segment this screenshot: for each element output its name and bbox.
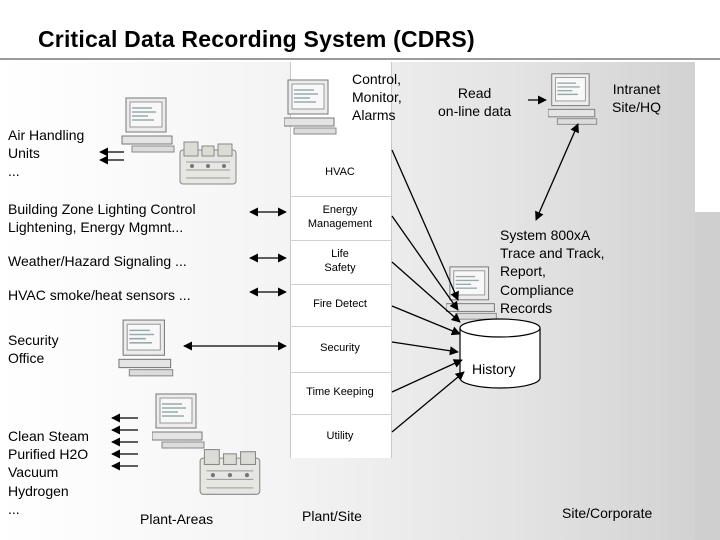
hvac-sensors-label: HVAC smoke/heat sensors ... bbox=[8, 287, 191, 303]
life-safety-box: Life Safety bbox=[324, 248, 356, 274]
diagram-background-edge bbox=[695, 212, 720, 540]
arrow-life-safety-history bbox=[391, 261, 461, 323]
workstation-icon bbox=[121, 97, 175, 153]
security-box: Security bbox=[320, 342, 360, 354]
plant-site-label: Plant/Site bbox=[302, 508, 362, 524]
arrow-fire-history bbox=[391, 305, 461, 336]
security-office-label: Security Office bbox=[8, 332, 59, 367]
air-handling-label: Air Handling Units ... bbox=[8, 127, 85, 180]
column-separator bbox=[290, 240, 392, 241]
energy-management-box: Energy Management bbox=[307, 204, 373, 230]
arrow-energy-history bbox=[391, 215, 459, 311]
arrow-utility-history bbox=[391, 371, 465, 433]
intranet-label: Intranet Site/HQ bbox=[612, 81, 662, 116]
utilities-label: Clean Steam Purified H2O Vacuum Hydrogen… bbox=[8, 428, 89, 517]
lighting-label: Building Zone Lighting Control Lightenin… bbox=[8, 201, 196, 236]
history-label: History bbox=[472, 361, 516, 377]
arrow-hvac-history bbox=[391, 149, 459, 301]
time-keeping-box: Time Keeping bbox=[306, 386, 374, 398]
page-title: Critical Data Recording System (CDRS) bbox=[38, 26, 475, 52]
workstation-icon bbox=[284, 79, 337, 135]
workstation-icon bbox=[446, 266, 497, 320]
title-rule bbox=[0, 58, 720, 60]
column-separator bbox=[290, 284, 392, 285]
control-monitor-alarms-label: Control, Monitor, Alarms bbox=[352, 71, 402, 124]
column-separator bbox=[290, 414, 392, 415]
read-online-label: Read on-line data bbox=[438, 85, 512, 120]
fire-detect-box: Fire Detect bbox=[313, 298, 367, 310]
column-separator bbox=[290, 326, 392, 327]
plant-areas-label: Plant-Areas bbox=[140, 511, 214, 527]
workstation-icon bbox=[152, 393, 205, 449]
arrow-history-intranet bbox=[535, 123, 579, 221]
system-800xa-label: System 800xA Trace and Track, Report, Co… bbox=[500, 227, 605, 316]
utility-box: Utility bbox=[326, 430, 354, 442]
controller-rack-icon bbox=[179, 141, 237, 185]
site-corporate-label: Site/Corporate bbox=[562, 505, 653, 521]
column-separator bbox=[290, 372, 392, 373]
arrow-security-history bbox=[391, 341, 459, 356]
arrow-timekeeping-history bbox=[391, 359, 463, 393]
workstation-icon bbox=[118, 319, 174, 377]
hvac-box: HVAC bbox=[325, 166, 355, 178]
column-separator bbox=[290, 196, 392, 197]
weather-label: Weather/Hazard Signaling ... bbox=[8, 253, 187, 269]
workstation-icon bbox=[548, 73, 598, 125]
database-cylinder-icon bbox=[459, 318, 541, 389]
controller-rack-icon bbox=[199, 449, 261, 495]
